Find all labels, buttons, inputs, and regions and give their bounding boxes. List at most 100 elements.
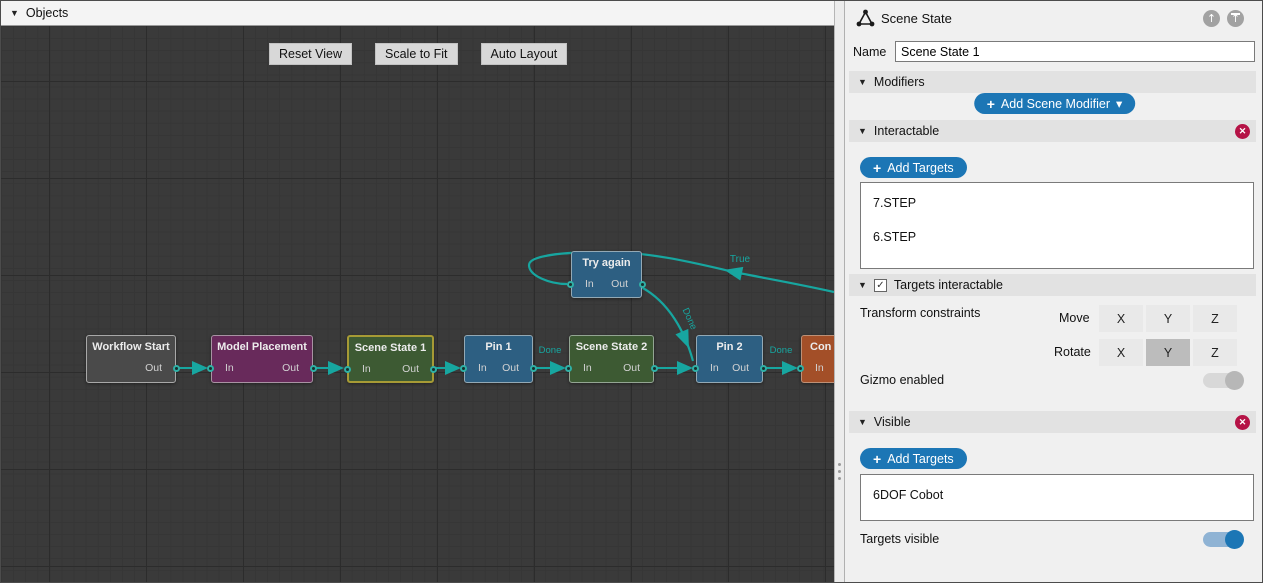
node-scene-state-1[interactable]: Scene State 1 In Out (344, 335, 437, 383)
targets-visible-toggle[interactable] (1203, 530, 1244, 549)
edge-label: Done (770, 345, 793, 356)
modifiers-label: Modifiers (873, 75, 925, 89)
move-label: Move (1059, 311, 1090, 325)
auto-layout-button[interactable]: Auto Layout (480, 43, 568, 65)
rotate-x-button[interactable]: X (1099, 339, 1143, 366)
gizmo-enabled-toggle[interactable] (1203, 371, 1244, 390)
in-port-label: In (478, 362, 487, 374)
collapse-triangle-icon[interactable]: ▼ (858, 417, 867, 427)
pane-splitter[interactable] (834, 1, 844, 582)
out-port-label: Out (502, 362, 519, 374)
splitter-grip-icon (838, 463, 841, 480)
interactable-section-header[interactable]: ▼ Interactable ✕ (849, 120, 1256, 142)
objects-header[interactable]: ▼ Objects (1, 1, 834, 26)
collapse-triangle-icon[interactable]: ▼ (858, 77, 867, 87)
plus-icon: + (986, 95, 995, 112)
out-port[interactable] (530, 365, 537, 372)
out-port-label: Out (732, 362, 749, 374)
visible-targets-list[interactable]: 6DOF Cobot (860, 474, 1254, 521)
rotate-y-button[interactable]: Y (1146, 339, 1190, 366)
node-canvas[interactable]: Reset View Scale to Fit Auto Layout Done… (1, 26, 834, 582)
out-port[interactable] (651, 365, 658, 372)
edge-arrow-icon (782, 361, 798, 375)
edge-arrow-icon (328, 361, 344, 375)
node-title: Con (810, 341, 832, 353)
inspector-header: Scene State ↑ ↑ (845, 1, 1262, 35)
in-port[interactable] (344, 366, 351, 373)
edge-label: True (730, 254, 751, 265)
move-y-button[interactable]: Y (1146, 305, 1190, 332)
node-title: Scene State 2 (575, 341, 648, 353)
node-title: Pin 1 (485, 341, 512, 353)
out-port[interactable] (173, 365, 180, 372)
collapse-triangle-icon[interactable]: ▼ (10, 8, 19, 18)
out-port[interactable] (760, 365, 767, 372)
out-port-label: Out (611, 278, 628, 290)
node-pin-1[interactable]: Pin 1 In Out (460, 335, 537, 383)
canvas-toolbar: Reset View Scale to Fit Auto Layout (269, 43, 568, 65)
add-targets-button-visible[interactable]: + Add Targets (860, 448, 967, 469)
add-targets-button-interactable[interactable]: + Add Targets (860, 157, 967, 178)
node-title: Pin 2 (716, 341, 743, 353)
node-scene-state-2[interactable]: Scene State 2 In Out (565, 335, 658, 383)
targets-interactable-label: Targets interactable (893, 278, 1004, 292)
remove-visible-icon[interactable]: ✕ (1235, 414, 1250, 430)
in-port[interactable] (797, 365, 804, 372)
in-port-label: In (815, 362, 824, 374)
edge-label: Done (539, 345, 562, 356)
move-z-button[interactable]: Z (1193, 305, 1237, 332)
name-input[interactable] (895, 41, 1255, 62)
targets-interactable-checkbox[interactable]: ✓ (873, 278, 887, 292)
interactable-label: Interactable (873, 124, 940, 138)
modifiers-section-header[interactable]: ▼ Modifiers (849, 71, 1256, 93)
inspector-panel: Scene State ↑ ↑ Name ▼ Modifiers + Add S… (844, 1, 1262, 582)
in-port[interactable] (460, 365, 467, 372)
edge-arrow-icon (677, 361, 693, 375)
out-port-label: Out (402, 363, 419, 375)
scale-to-fit-button[interactable]: Scale to Fit (375, 43, 458, 65)
add-scene-modifier-button[interactable]: + Add Scene Modifier ▾ (973, 93, 1136, 114)
move-x-button[interactable]: X (1099, 305, 1143, 332)
edge-arrow-icon (724, 266, 744, 281)
collapse-triangle-icon[interactable]: ▼ (858, 126, 867, 136)
edge-arrow-icon (192, 361, 208, 375)
inspector-title: Scene State (881, 11, 952, 26)
in-port[interactable] (565, 365, 572, 372)
target-list-item[interactable]: 6DOF Cobot (873, 488, 944, 502)
out-port-label: Out (282, 362, 299, 374)
name-label: Name (853, 45, 887, 59)
collapse-triangle-icon[interactable]: ▼ (858, 280, 867, 290)
in-port[interactable] (692, 365, 699, 372)
reset-view-button[interactable]: Reset View (269, 43, 352, 65)
remove-interactable-icon[interactable]: ✕ (1235, 123, 1250, 139)
target-list-item[interactable]: 7.STEP (873, 196, 917, 210)
node-title: Workflow Start (92, 341, 170, 353)
out-port[interactable] (310, 365, 317, 372)
edge-arrow-icon (550, 361, 566, 375)
node-title: Scene State 1 (354, 342, 427, 354)
out-port[interactable] (639, 281, 646, 288)
in-port[interactable] (567, 281, 574, 288)
visible-section-header[interactable]: ▼ Visible ✕ (849, 411, 1256, 433)
out-port-label: Out (623, 362, 640, 374)
targets-interactable-header[interactable]: ▼ ✓ Targets interactable (849, 274, 1256, 296)
node-title: Model Placement (217, 341, 307, 353)
in-port-label: In (583, 362, 592, 374)
interactable-targets-list[interactable]: 7.STEP 6.STEP (860, 182, 1254, 269)
in-port[interactable] (207, 365, 214, 372)
rotate-z-button[interactable]: Z (1193, 339, 1237, 366)
out-port[interactable] (430, 366, 437, 373)
in-port-label: In (362, 363, 371, 375)
target-list-item[interactable]: 6.STEP (873, 230, 917, 244)
graph-pane: ▼ Objects Reset View Scale to Fit Auto L… (1, 1, 834, 582)
navigate-up-icon[interactable]: ↑ (1203, 10, 1220, 27)
navigate-to-top-icon[interactable]: ↑ (1227, 10, 1244, 27)
rotate-label: Rotate (1054, 345, 1091, 359)
